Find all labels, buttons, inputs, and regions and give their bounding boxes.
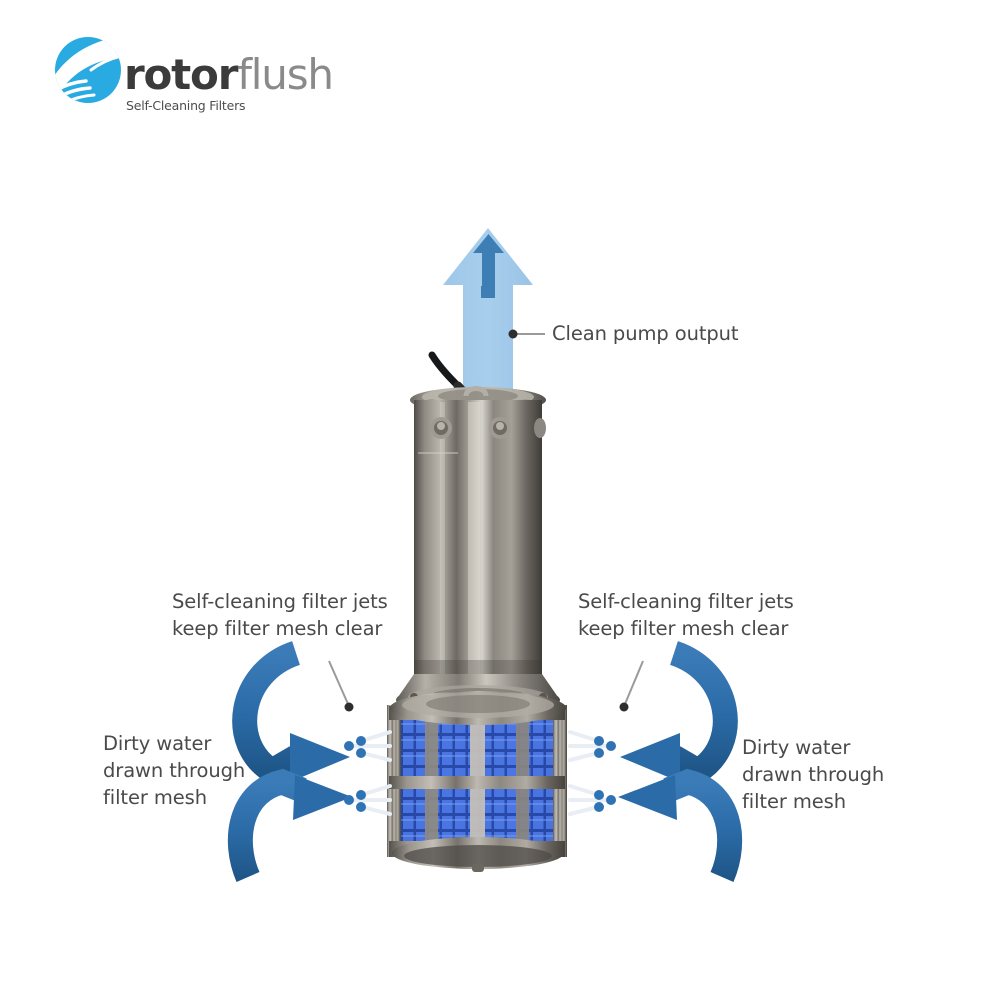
brand-logo: rotorflush Self-Cleaning Filters (52, 34, 334, 114)
right-jets-pointer (619, 660, 644, 712)
brand-tagline: Self-Cleaning Filters (126, 98, 246, 113)
left-upper-jet-spray (344, 730, 392, 762)
clean-output-pointer (508, 329, 545, 339)
left-lower-jet-spray (344, 784, 392, 816)
clean-output-arrow-icon (443, 228, 533, 400)
label-self-cleaning-jets-right: Self-cleaning filter jets keep filter me… (578, 590, 794, 640)
label-dirty-water-right: Dirty water drawn through filter mesh (742, 736, 885, 813)
pump-bolts (430, 417, 546, 439)
upper-right-curved-arrow (620, 641, 738, 786)
label-dirty-water-left: Dirty water drawn through filter mesh (103, 732, 246, 809)
right-lower-jet-spray (568, 784, 616, 816)
upper-left-curved-arrow (232, 641, 350, 786)
stainless-pump-assembly (387, 386, 567, 872)
brand-wordmark: rotorflush Self-Cleaning Filters (124, 54, 334, 114)
rotor-swirl-icon (52, 34, 124, 106)
lower-right-curved-arrow (618, 768, 743, 882)
wordmark-flush: flush (237, 50, 334, 99)
label-clean-pump-output: Clean pump output (552, 322, 739, 345)
pump-body (414, 400, 546, 682)
lower-left-curved-arrow (227, 768, 352, 882)
filter-mesh-housing (387, 691, 567, 872)
wordmark-rotor: rotor (124, 50, 238, 99)
right-upper-jet-spray (568, 730, 616, 762)
label-self-cleaning-jets-left: Self-cleaning filter jets keep filter me… (172, 590, 388, 640)
left-jets-pointer (328, 660, 354, 712)
wordmark-text: rotorflush (124, 54, 334, 96)
